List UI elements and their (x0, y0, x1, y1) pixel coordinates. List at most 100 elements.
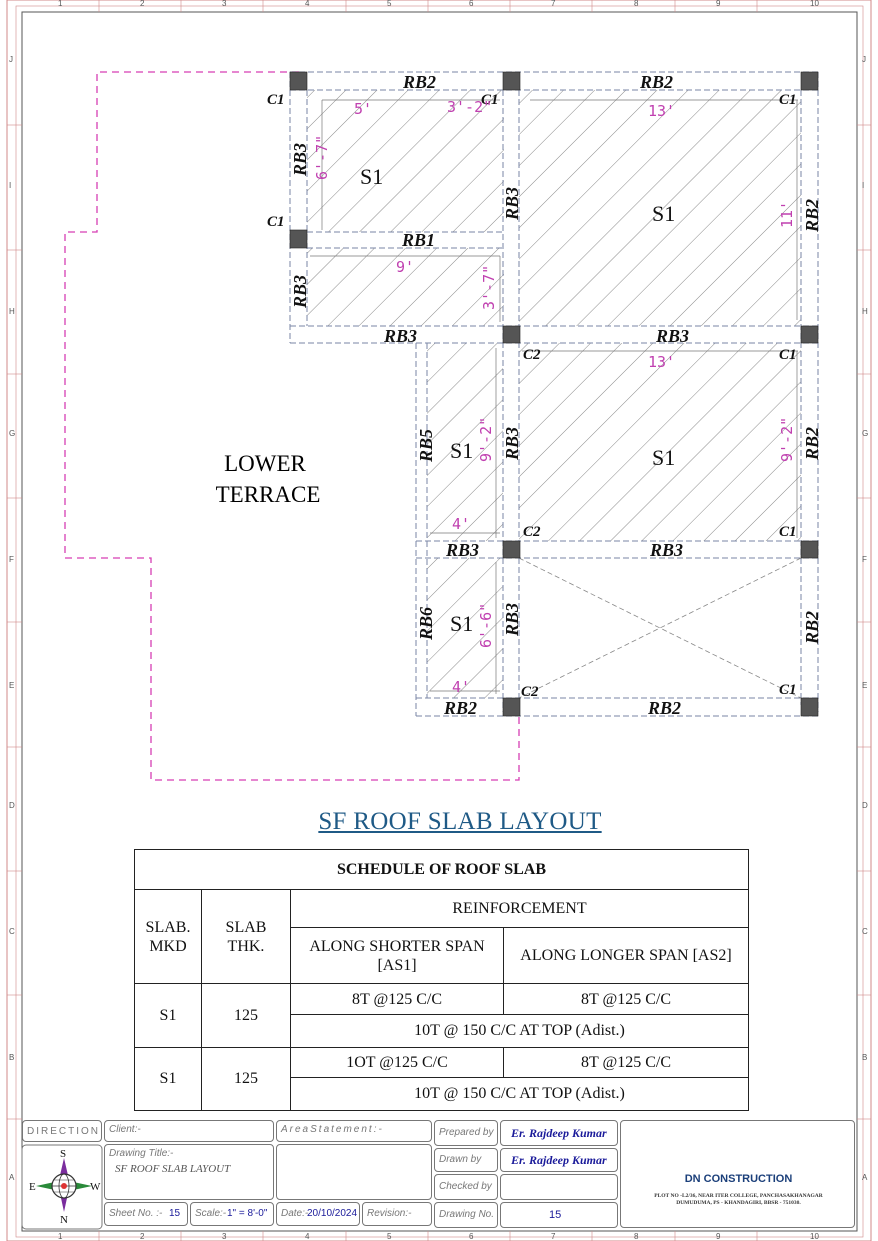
column-c1 (289, 71, 308, 91)
area-blank-box (276, 1144, 432, 1200)
drawn-by-value: Er. Rajdeep Kumar (511, 1153, 607, 1167)
compass-w: W (90, 1181, 101, 1193)
dim-label: 6'-7" (313, 135, 331, 180)
slab-mark: S1 (450, 611, 473, 636)
grid-col-bottom: 6 (469, 1232, 474, 1241)
row-thk: 125 (201, 1046, 291, 1112)
dim-label: 3'-7" (480, 265, 498, 310)
scale-value: 1" = 8'-0" (227, 1208, 268, 1219)
row-thk: 125 (201, 983, 291, 1048)
slab-mark: S1 (652, 201, 675, 226)
direction-label: DIRECTION (27, 1126, 100, 1137)
client-box: Client:- (104, 1120, 274, 1142)
drawing-no-value: 15 (549, 1209, 562, 1221)
checked-by-box: Checked by (434, 1174, 498, 1200)
sheet-no-value: 15 (169, 1208, 181, 1219)
column-c1 (800, 325, 819, 344)
row-long: 8T @125 C/C (503, 983, 749, 1015)
row-top: 10T @ 150 C/C AT TOP (Adist.) (290, 1013, 749, 1048)
prepared-by-value: Er. Rajdeep Kumar (511, 1126, 607, 1140)
column-label-c1: C1 (481, 92, 499, 108)
compass-n: N (60, 1214, 68, 1226)
compass-e: E (29, 1181, 36, 1193)
slab-mark: S1 (450, 438, 473, 463)
col-reinforcement: REINFORCEMENT (290, 889, 749, 929)
grid-row-left: F (9, 555, 14, 564)
dim-label: 4' (452, 678, 470, 696)
sheet-no-label: Sheet No. :- (109, 1208, 163, 1219)
dim-label: 9' (396, 258, 414, 276)
column-label-c2: C2 (521, 684, 539, 700)
slab-mark: S1 (652, 445, 675, 470)
slab-panel-mid-right (519, 343, 801, 541)
grid-col-bottom: 1 (58, 1232, 63, 1241)
drawing-title-value: SF ROOF SLAB LAYOUT (115, 1163, 231, 1175)
column-c2 (502, 540, 521, 559)
grid-col-bottom: 2 (140, 1232, 145, 1241)
grid-col-top: 8 (634, 0, 639, 8)
beam-label-rb2: RB2 (802, 199, 822, 233)
prepared-by-box: Prepared by (434, 1120, 498, 1146)
dimension-labels: 5' 3'-2" 13' 6'-7" 11' 9' 3'-7" 13' 9'-2… (313, 98, 796, 696)
grid-col-bottom: 3 (222, 1232, 227, 1241)
grid-col-top: 2 (140, 0, 145, 8)
drawing-title-box: Drawing Title:- SF ROOF SLAB LAYOUT (104, 1144, 274, 1200)
grid-col-bottom: 5 (387, 1232, 392, 1241)
grid-col-top: 9 (716, 0, 721, 8)
grid-col-top: 10 (810, 0, 819, 8)
compass-s: S (60, 1148, 66, 1160)
compass-labels: S N E W (29, 1148, 101, 1226)
schedule-title: SCHEDULE OF ROOF SLAB (134, 848, 749, 891)
roof-slab-schedule: SCHEDULE OF ROOF SLAB SLAB. MKD SLAB THK… (134, 848, 749, 1112)
grid-col-top: 3 (222, 0, 227, 8)
grid-row-right: D (862, 801, 868, 810)
slab-marks: S1 S1 S1 S1 S1 (360, 164, 675, 636)
beam-label-rb2: RB2 (647, 698, 681, 718)
dim-label: 11' (778, 201, 796, 228)
beam-label-rb3: RB3 (445, 540, 479, 560)
grid-row-right: J (862, 55, 866, 64)
grid-row-right: C (862, 927, 868, 936)
grid-row-left: A (9, 1173, 15, 1182)
grid-col-top: 1 (58, 0, 63, 8)
dim-label: 6'-6" (477, 603, 495, 648)
prepared-by-value-box: Er. Rajdeep Kumar (500, 1120, 618, 1146)
dim-label: 13' (648, 353, 675, 371)
grid-row-left: E (9, 681, 14, 690)
drawing-no-value-box: 15 (500, 1202, 618, 1228)
slab-panel-narrow-2 (427, 558, 503, 698)
checked-by-value-box (500, 1174, 618, 1200)
grid-row-right: E (862, 681, 867, 690)
beam-label-rb3: RB3 (502, 427, 522, 461)
grid-row-left: D (9, 801, 15, 810)
area-statement-label: AreaStatement:- (281, 1124, 384, 1135)
beam-labels: RB2 RB2 RB1 RB3 RB3 RB3 RB3 RB2 RB2 RB3 … (290, 72, 822, 718)
client-label: Client:- (109, 1124, 141, 1135)
outer-border (6, 0, 872, 1241)
table-row: S1 125 8T @125 C/C 8T @125 C/C (134, 983, 749, 1048)
grid-col-top: 5 (387, 0, 392, 8)
drawing-title: SF ROOF SLAB LAYOUT (318, 808, 602, 835)
col-shorter-span: ALONG SHORTER SPAN [AS1] (290, 927, 504, 985)
column-c1 (800, 697, 819, 717)
col-slab-thk: SLAB THK. (201, 889, 291, 985)
column-c2 (502, 697, 521, 717)
column-label-c2: C2 (523, 347, 541, 363)
date-label: Date:- (281, 1208, 309, 1219)
dim-label: 9'-2" (477, 417, 495, 462)
column-labels: C1 C1 C1 C1 C2 C1 C2 C1 C2 C1 (267, 92, 797, 700)
dim-label: 9'-2" (778, 417, 796, 462)
void-cross (518, 557, 802, 699)
beam-label-rb2: RB2 (639, 72, 673, 92)
compass-icon (21, 1144, 103, 1230)
grid-col-bottom: 9 (716, 1232, 721, 1241)
grid-row-left: J (9, 55, 13, 64)
beam-label-rb1: RB1 (401, 230, 435, 250)
drawing-no-box: Drawing No. (434, 1202, 498, 1228)
drawn-by-box: Drawn by (434, 1148, 498, 1172)
grid-row-right: I (862, 181, 864, 190)
grid-col-bottom: 10 (810, 1232, 819, 1241)
grid-col-top: 7 (551, 0, 556, 8)
area-label: LOWER (224, 451, 306, 476)
grid-row-left: B (9, 1053, 14, 1062)
